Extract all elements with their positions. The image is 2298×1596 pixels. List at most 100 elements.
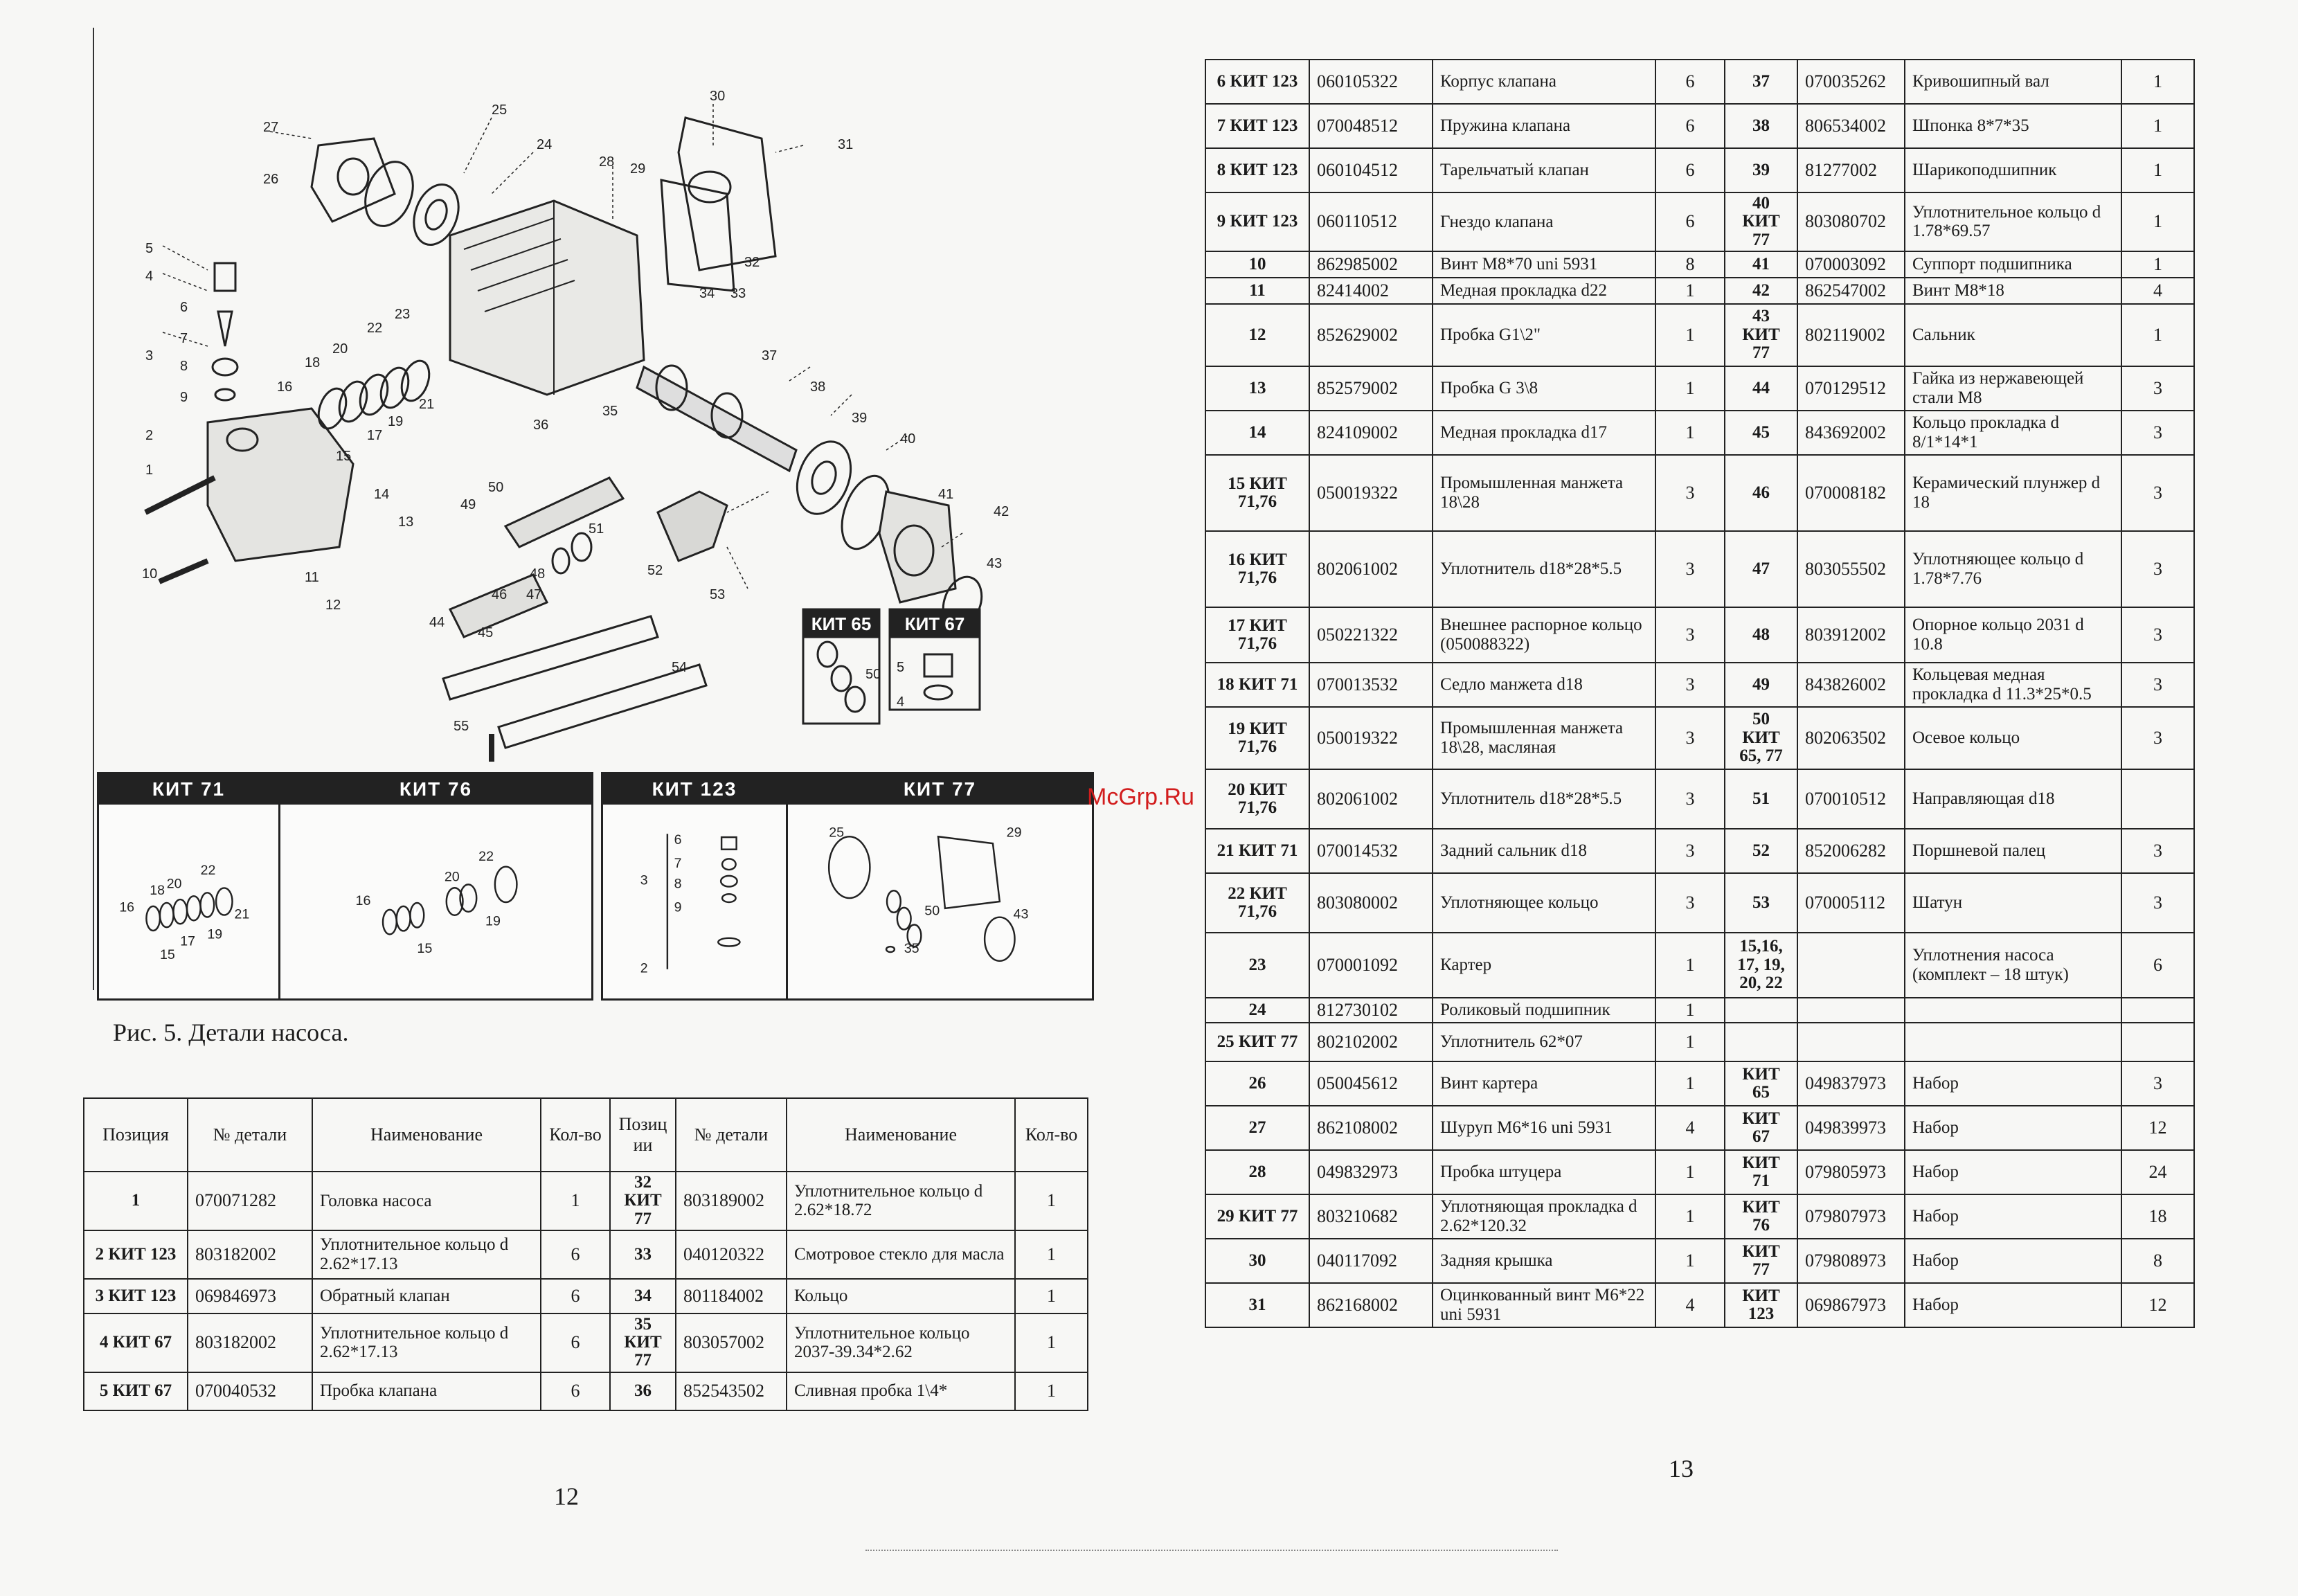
kit-77-title: КИТ 77: [788, 774, 1092, 805]
table-cell: Поршневой палец: [1904, 827, 2122, 874]
table-cell: Уплотнительное кольцо 2037-39.34*2.62: [786, 1312, 1016, 1373]
callout: 28: [599, 154, 614, 170]
table-cell: 1: [1655, 1149, 1725, 1195]
callout: 20: [167, 876, 182, 891]
table-cell: Кольцевая медная прокладка d 11.3*25*0.5: [1904, 661, 2122, 708]
callout: 6: [674, 832, 682, 848]
callout: 15: [160, 947, 175, 962]
callout: 19: [207, 927, 222, 942]
table-cell: Набор: [1904, 1193, 2122, 1239]
table-cell: Направляющая d18: [1904, 768, 2122, 830]
table-cell: Уплотнительное кольцо d 2.62*17.13: [312, 1229, 541, 1280]
table-cell: 6: [540, 1312, 611, 1373]
table-cell: 52: [1724, 827, 1798, 874]
callout: 53: [710, 587, 725, 602]
table-cell: КИТ 65: [1724, 1060, 1798, 1106]
table-cell: 51: [1724, 768, 1798, 830]
table-cell: 843692002: [1797, 409, 1905, 456]
table-cell: [2121, 1021, 2195, 1062]
table-cell: [1724, 996, 1798, 1023]
table-cell: 6: [1655, 103, 1725, 149]
table-cell: 43 КИТ 77: [1724, 303, 1798, 367]
table-cell: 17 КИТ 71,76: [1205, 606, 1310, 663]
table-cell: 060110512: [1309, 192, 1433, 252]
scan-artifact-line: [865, 1550, 1558, 1551]
callout: 25: [829, 825, 844, 840]
table-cell: 4: [1655, 1104, 1725, 1151]
table-cell: Промышленная манжета 18\28: [1432, 454, 1656, 532]
table-cell: Задняя крышка: [1432, 1237, 1656, 1284]
table-cell: 24: [2121, 1149, 2195, 1195]
table-cell: 18 КИТ 71: [1205, 661, 1310, 708]
table-cell: 070129512: [1797, 365, 1905, 411]
column-header: Позиц ии: [609, 1097, 676, 1172]
table-cell: Пробка клапана: [312, 1371, 541, 1411]
callout: 9: [180, 390, 188, 405]
table-cell: 079805973: [1797, 1149, 1905, 1195]
table-cell: КИТ 67: [1724, 1104, 1798, 1151]
table-cell: 16 КИТ 71,76: [1205, 530, 1310, 608]
table-cell: 3: [2121, 661, 2195, 708]
table-cell: 812730102: [1309, 996, 1433, 1023]
column-header: № детали: [675, 1097, 787, 1172]
callout: 18: [305, 355, 320, 370]
table-cell: Уплотнительное кольцо d 1.78*69.57: [1904, 192, 2122, 252]
table-cell: 3: [2121, 409, 2195, 456]
table-cell: 1: [1655, 276, 1725, 305]
table-cell: 41: [1724, 250, 1798, 278]
table-cell: 050045612: [1309, 1060, 1433, 1106]
table-cell: 4: [1655, 1282, 1725, 1328]
table-cell: [2121, 768, 2195, 830]
callout: 40: [900, 431, 915, 447]
table-cell: 1: [2121, 250, 2195, 278]
callout: 45: [478, 625, 493, 640]
table-cell: 852543502: [675, 1371, 787, 1411]
callout: 8: [674, 876, 682, 891]
callout: 50: [488, 480, 503, 495]
callout: 46: [492, 587, 507, 602]
callout: 39: [852, 411, 867, 426]
table-cell: Уплотняющая прокладка d 2.62*120.32: [1432, 1193, 1656, 1239]
table-cell: КИТ 77: [1724, 1237, 1798, 1284]
table-cell: 25 КИТ 77: [1205, 1021, 1310, 1062]
kit-76-title: КИТ 76: [280, 774, 591, 805]
table-cell: 3: [1655, 768, 1725, 830]
callout: 3: [145, 348, 153, 364]
table-cell: 9 КИТ 123: [1205, 192, 1310, 252]
table-cell: 3: [1655, 454, 1725, 532]
callout: 2: [640, 961, 648, 976]
table-cell: 070008182: [1797, 454, 1905, 532]
table-cell: 060104512: [1309, 147, 1433, 193]
table-cell: 1: [2121, 147, 2195, 193]
table-cell: 1: [1655, 303, 1725, 367]
callout: 13: [398, 514, 413, 530]
callout: 33: [730, 286, 746, 301]
table-cell: 23: [1205, 931, 1310, 998]
table-cell: Кривошипный вал: [1904, 59, 2122, 105]
table-cell: 39: [1724, 147, 1798, 193]
table-cell: 32 КИТ 77: [609, 1171, 676, 1231]
table-cell: Пробка штуцера: [1432, 1149, 1656, 1195]
callout: 29: [630, 161, 645, 177]
callout: 15: [336, 449, 351, 464]
table-cell: 6: [540, 1371, 611, 1411]
kit-71-title: КИТ 71: [99, 774, 278, 805]
table-cell: 1: [1655, 365, 1725, 411]
table-cell: 22 КИТ 71,76: [1205, 872, 1310, 933]
table-cell: 4 КИТ 67: [83, 1312, 188, 1373]
table-cell: 049832973: [1309, 1149, 1433, 1195]
table-cell: 1: [1655, 1193, 1725, 1239]
table-cell: [1724, 1021, 1798, 1062]
kit-76-panel: КИТ 76 22 20 16 19 15: [278, 772, 593, 1001]
table-cell: 3: [2121, 706, 2195, 770]
table-cell: 1: [2121, 303, 2195, 367]
left-page: КИТ 65 КИТ 67 50 5 4 27 25 24 28 30 31 2…: [0, 0, 1142, 1596]
table-cell: 843826002: [1797, 661, 1905, 708]
